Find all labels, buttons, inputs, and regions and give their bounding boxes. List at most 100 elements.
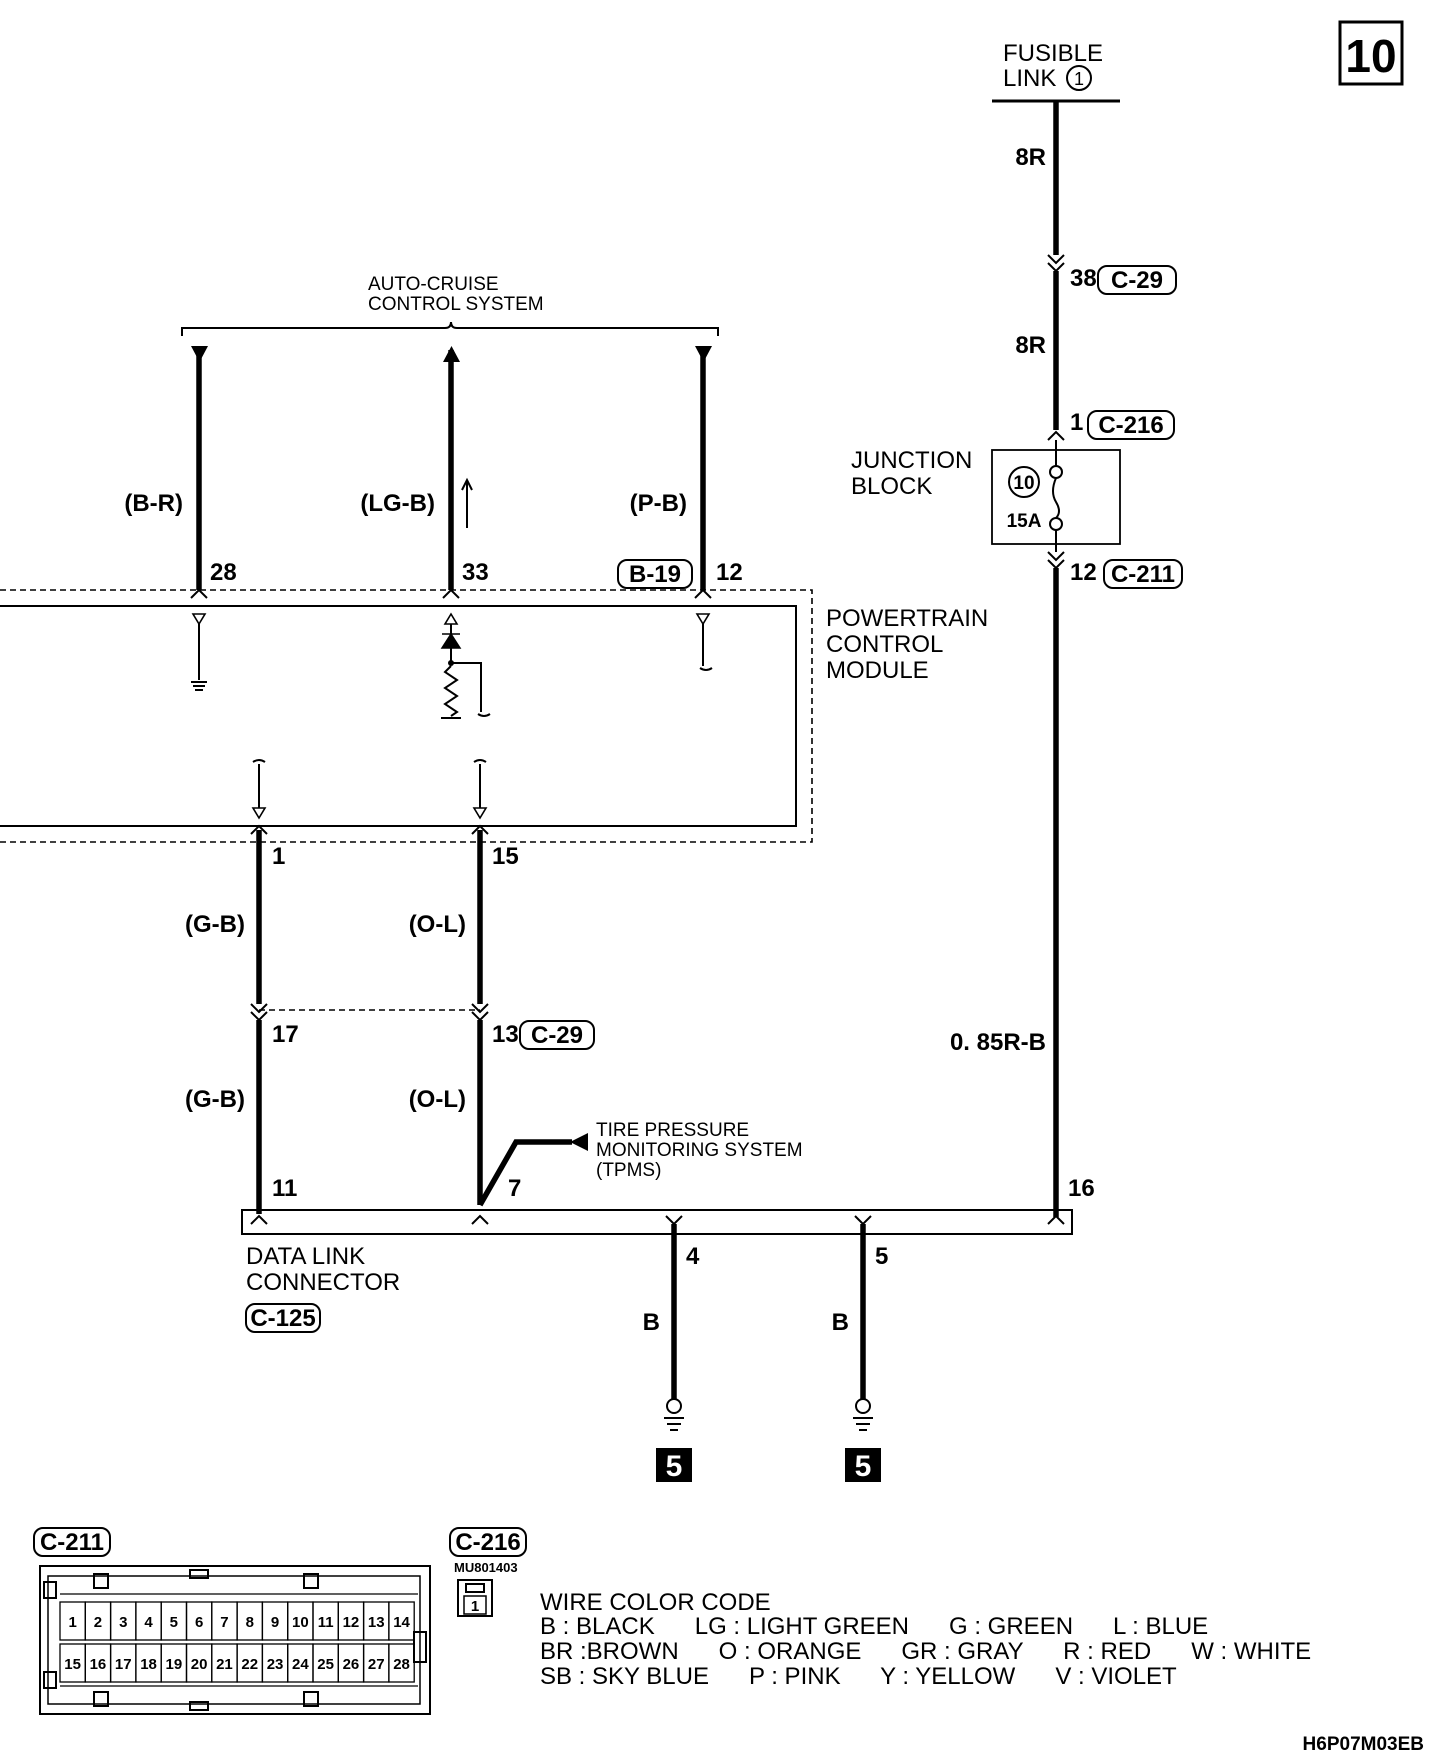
wire-label-8r-mid: 8R bbox=[1015, 332, 1046, 359]
pin-16: 16 bbox=[1068, 1175, 1095, 1202]
ground-ref-1: 5 bbox=[666, 1450, 683, 1483]
connector-c29-a: C-29 bbox=[1111, 267, 1163, 294]
pin-4: 4 bbox=[686, 1243, 700, 1270]
auto-cruise-label-1: AUTO-CRUISE bbox=[368, 274, 499, 295]
pin-7: 7 bbox=[508, 1175, 521, 1202]
fuse-rating: 15A bbox=[1007, 511, 1042, 532]
connector-c216-legend: C-216 bbox=[455, 1529, 520, 1556]
fuse-terminal-top bbox=[1049, 465, 1063, 479]
wire-label-085rb: 0. 85R-B bbox=[950, 1029, 1046, 1056]
connector-c125: C-125 bbox=[250, 1305, 315, 1332]
c211-pin-number: 19 bbox=[166, 1656, 183, 1673]
pin-38: 38 bbox=[1070, 265, 1097, 292]
c211-pin-number: 4 bbox=[144, 1614, 153, 1631]
connector-c211-legend: C-211 bbox=[40, 1529, 104, 1556]
pin-12: 12 bbox=[716, 559, 743, 586]
wire-label-o-l-2: (O-L) bbox=[409, 1086, 466, 1113]
c211-pin-number: 9 bbox=[271, 1614, 279, 1631]
pin-1: 1 bbox=[272, 843, 285, 870]
pcm-box: POWERTRAIN CONTROL MODULE bbox=[0, 589, 988, 843]
c211-pin-number: 6 bbox=[195, 1614, 203, 1631]
c211-pin-number: 2 bbox=[94, 1614, 102, 1631]
c211-pin-number: 25 bbox=[317, 1656, 334, 1673]
wire-label-b-5: B bbox=[832, 1309, 849, 1336]
c211-pin-number: 14 bbox=[393, 1614, 410, 1631]
c211-pin-number: 20 bbox=[191, 1656, 208, 1673]
pin-15: 15 bbox=[492, 843, 519, 870]
c211-pin-number: 26 bbox=[343, 1656, 360, 1673]
junction-block: JUNCTION BLOCK 10 15A bbox=[851, 440, 1121, 552]
c216-part-number: MU801403 bbox=[454, 1560, 518, 1575]
pin-13: 13 bbox=[492, 1021, 519, 1048]
fusible-link-label-1: FUSIBLE bbox=[1003, 40, 1103, 67]
wire-label-g-b-1: (G-B) bbox=[185, 911, 245, 938]
wire-color-code-row-2: BR :BROWN O : ORANGE GR : GRAY R : RED W… bbox=[540, 1638, 1311, 1665]
c211-pin-number: 5 bbox=[170, 1614, 178, 1631]
c211-pin-number: 10 bbox=[292, 1614, 309, 1631]
c211-pin-number: 23 bbox=[267, 1656, 284, 1673]
wire-label-p-b: (P-B) bbox=[630, 490, 687, 517]
connector-c211: C-211 bbox=[1111, 561, 1175, 588]
tpms-label-1: TIRE PRESSURE bbox=[596, 1120, 749, 1141]
pin-17: 17 bbox=[272, 1021, 299, 1048]
fuse-number: 10 bbox=[1013, 473, 1034, 494]
fuse-terminal-bottom bbox=[1049, 517, 1063, 531]
c211-pin-number: 1 bbox=[68, 1614, 76, 1631]
c211-pin-number: 12 bbox=[343, 1614, 360, 1631]
wire-color-code-row-1: B : BLACK LG : LIGHT GREEN G : GREEN L :… bbox=[540, 1613, 1208, 1640]
connector-c216: C-216 bbox=[1098, 412, 1163, 439]
c216-connector-face: C-216 MU801403 1 bbox=[449, 1527, 527, 1617]
c211-pin-number: 21 bbox=[216, 1656, 233, 1673]
c211-pin-cell bbox=[388, 1601, 415, 1641]
c211-pin-number: 16 bbox=[90, 1656, 107, 1673]
connector-c29-b: C-29 bbox=[531, 1022, 583, 1049]
c211-pin-number: 18 bbox=[140, 1656, 157, 1673]
fusible-link-number: 1 bbox=[1074, 69, 1084, 89]
auto-cruise-label-2: CONTROL SYSTEM bbox=[368, 294, 544, 315]
c211-pin-number: 11 bbox=[318, 1614, 334, 1631]
data-link-connector: DATA LINK CONNECTOR C-125 bbox=[241, 1209, 1073, 1333]
pin-28: 28 bbox=[210, 559, 237, 586]
c211-pin-number: 27 bbox=[368, 1656, 385, 1673]
c211-pin-number: 22 bbox=[241, 1656, 258, 1673]
tpms-label-3: (TPMS) bbox=[596, 1160, 661, 1181]
fusible-link: FUSIBLE LINK 1 bbox=[992, 40, 1120, 103]
connector-b19: B-19 bbox=[629, 561, 681, 588]
pcm-label-3: MODULE bbox=[826, 657, 929, 684]
pin-33: 33 bbox=[462, 559, 489, 586]
c211-pin-number: 17 bbox=[115, 1656, 132, 1673]
pcm-label-1: POWERTRAIN bbox=[826, 605, 988, 632]
c216-pin-1: 1 bbox=[471, 1598, 479, 1615]
page-number-box: 10 bbox=[1338, 20, 1404, 86]
pcm-label-2: CONTROL bbox=[826, 631, 943, 658]
wire-label-8r-top: 8R bbox=[1015, 144, 1046, 171]
page-number: 10 bbox=[1345, 30, 1396, 82]
junction-block-label-1: JUNCTION bbox=[851, 447, 972, 474]
dlc-label-2: CONNECTOR bbox=[246, 1269, 400, 1296]
pin-12-jb: 12 bbox=[1070, 559, 1097, 586]
c211-pin-cell bbox=[388, 1643, 415, 1683]
tpms-label-2: MONITORING SYSTEM bbox=[596, 1140, 803, 1161]
wire-tpms-branch bbox=[477, 1139, 572, 1207]
pin-11: 11 bbox=[272, 1175, 297, 1202]
c211-pin-number: 28 bbox=[393, 1656, 410, 1673]
c211-pin-number: 3 bbox=[119, 1614, 127, 1631]
c211-pin-number: 8 bbox=[246, 1614, 254, 1631]
c211-pin-number: 13 bbox=[368, 1614, 385, 1631]
pin-5: 5 bbox=[875, 1243, 888, 1270]
c211-pin-number: 15 bbox=[64, 1656, 81, 1673]
fusible-link-label-2: LINK bbox=[1003, 65, 1056, 92]
auto-cruise-bracket: AUTO-CRUISE CONTROL SYSTEM bbox=[181, 274, 719, 336]
c211-pin-number: 7 bbox=[220, 1614, 228, 1631]
dlc-label-1: DATA LINK bbox=[246, 1243, 365, 1270]
junction-block-label-2: BLOCK bbox=[851, 473, 932, 500]
ground-ref-1-box bbox=[656, 1448, 692, 1482]
wire-label-o-l-1: (O-L) bbox=[409, 911, 466, 938]
wire-label-g-b-2: (G-B) bbox=[185, 1086, 245, 1113]
document-code: H6P07M03EB bbox=[1303, 1734, 1424, 1755]
wire-color-code-title: WIRE COLOR CODE bbox=[540, 1589, 771, 1616]
wire-color-code-row-3: SB : SKY BLUE P : PINK Y : YELLOW V : VI… bbox=[540, 1663, 1177, 1690]
